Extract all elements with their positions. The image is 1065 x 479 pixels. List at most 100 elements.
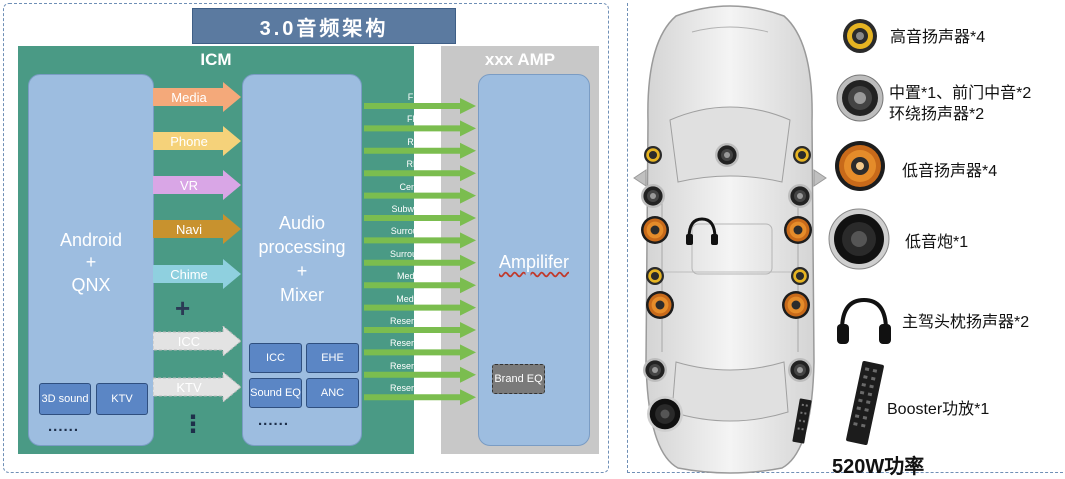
headrest-speaker-icon [837, 297, 891, 344]
car-right-mirror [813, 169, 827, 187]
soc-more-dots: ...... [48, 418, 80, 435]
subwoofer-icon [828, 208, 890, 270]
midrange-speaker-icon [715, 143, 739, 167]
midrange-speaker-icon [788, 184, 812, 208]
legend-tweeter-label: 高音扬声器*4 [890, 29, 986, 46]
channel-arrow [364, 344, 476, 361]
chip-icc: ICC [249, 343, 302, 373]
midrange-speaker-icon [788, 358, 812, 382]
chip-ktv: KTV [96, 383, 148, 415]
source-label: KTV [176, 379, 202, 395]
woofer-icon [784, 216, 812, 244]
chip-brand-eq: Brand EQ [492, 364, 545, 394]
subwoofer-icon [647, 396, 683, 432]
channel-label: Media R [396, 293, 430, 304]
midrange-speaker-icon [643, 358, 667, 382]
channel-label: Center [399, 181, 427, 192]
slide-title: 3.0音频架构 [192, 8, 456, 44]
source-arrow-chime: Chime [153, 259, 241, 289]
source-arrow-vr: VR [153, 170, 241, 200]
channel-arrow [364, 210, 476, 226]
chip-sound-eq: Sound EQ [249, 378, 302, 408]
right-panel-frame [627, 3, 1063, 473]
left-panel-frame [3, 3, 609, 473]
source-arrow-phone: Phone [153, 126, 241, 156]
tweeter-icon [793, 146, 811, 164]
chip-3d-sound: 3D sound [39, 383, 91, 415]
midrange-speaker-icon [641, 184, 665, 208]
channel-arrow [364, 299, 476, 316]
source-arrow-icc: ICC [153, 326, 241, 356]
headrest-speaker-icon [686, 217, 718, 245]
power-rating: 520W功率 [832, 456, 925, 478]
car-top-view [633, 5, 827, 474]
source-arrow-ktv: KTV [153, 372, 241, 402]
source-label: Chime [170, 266, 208, 282]
tweeter-icon [644, 146, 662, 164]
midrange-speaker-icon [836, 74, 884, 122]
legend-midrange-label-2: 环绕扬声器*2 [889, 106, 985, 123]
sources-plus: + [175, 293, 192, 323]
source-label: Navi [175, 221, 202, 237]
channel-arrow [364, 322, 476, 338]
legend-booster-label: Booster功放*1 [887, 401, 990, 418]
processor-line-3: + [296, 261, 308, 281]
chip-anc: ANC [306, 378, 359, 408]
channel-label: Surround L [390, 226, 436, 237]
woofer-icon [782, 291, 810, 319]
channel-arrow [364, 120, 476, 137]
channel-label: Media L [396, 271, 430, 282]
sources-vdots: ⋮ [181, 411, 206, 438]
channel-label: FL [407, 92, 419, 102]
processor-more-dots: ...... [258, 412, 290, 429]
soc-line-3: QNX [71, 275, 111, 295]
channel-arrow [364, 277, 476, 294]
channel-arrow [364, 165, 476, 182]
channel-label: RL [407, 136, 419, 147]
legend-headrest-label: 主驾头枕扬声器*2 [902, 314, 1030, 331]
processor-line-1: Audio [278, 213, 326, 233]
channel-arrow-graphics [364, 98, 476, 406]
channel-arrow [364, 187, 476, 204]
car-hood-line [691, 26, 769, 33]
channel-arrow [364, 366, 476, 383]
chip-ehe: EHE [306, 343, 359, 373]
soc-line-2: + [85, 252, 97, 272]
channel-label: Surround R [389, 248, 437, 259]
car-rear-window [671, 361, 789, 422]
channel-arrow [364, 389, 476, 406]
soc-line-1: Android [59, 230, 123, 250]
channel-label: Reserved 4 [389, 383, 437, 394]
channel-label: FR [407, 114, 419, 125]
source-arrow-navi: Navi [153, 214, 241, 244]
legend-subwoofer-label: 低音炮*1 [905, 234, 969, 251]
booster-amplifier-icon [792, 398, 812, 444]
channel-arrow [364, 98, 476, 114]
woofer-icon [835, 141, 885, 191]
source-label: VR [179, 177, 199, 193]
channel-label: Reserved 1 [389, 316, 437, 326]
source-label: Media [171, 89, 207, 105]
channel-label: Subwoofer [391, 204, 435, 214]
source-arrow-media: Media [153, 82, 241, 112]
tweeter-icon [791, 267, 809, 285]
channel-arrow [364, 254, 476, 271]
channel-label: Reserved 3 [389, 360, 437, 371]
tweeter-icon [646, 267, 664, 285]
amp-label: xxx AMP [484, 50, 556, 69]
icm-label: ICM [200, 50, 232, 69]
channel-arrow [364, 232, 476, 249]
processor-line-4: Mixer [280, 285, 324, 305]
source-label: Phone [170, 133, 208, 149]
processor-line-2: processing [258, 237, 346, 257]
woofer-icon [646, 291, 674, 319]
channel-label: RR [406, 159, 420, 170]
car-left-mirror [633, 169, 647, 187]
legend-midrange-label: 中置*1、前门中音*2 [889, 85, 1032, 102]
woofer-icon [641, 216, 669, 244]
amplifier-label: Ampilifer [498, 252, 569, 272]
legend-woofer-label: 低音扬声器*4 [902, 163, 998, 180]
source-label: ICC [177, 333, 201, 349]
channel-label: Reserved 2 [389, 338, 437, 349]
